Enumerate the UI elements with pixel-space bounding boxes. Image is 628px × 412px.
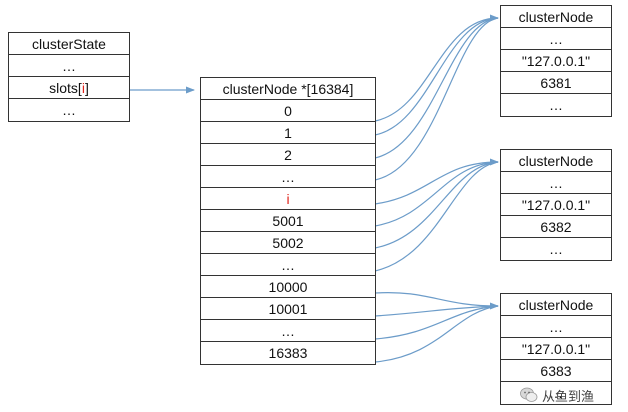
node-port: 6383 [501,360,611,382]
node-title: clusterNode [501,294,611,316]
wechat-icon [520,387,538,402]
slot-row: … [201,320,375,342]
node-row-ellipsis: … [501,316,611,338]
slot-row: 1 [201,122,375,144]
node-row-ellipsis: … [501,172,611,194]
slot-row-highlight: i [201,188,375,210]
link-slot-5001-to-node-6382 [374,161,499,227]
slot-row: … [201,166,375,188]
node-port: 6381 [501,72,611,94]
slot-row: … [201,254,375,276]
slot-row: 0 [201,100,375,122]
slot-row: 2 [201,144,375,166]
node-title: clusterNode [501,6,611,28]
cluster-state-row-ellipsis: … [9,55,129,77]
slots-table-header: clusterNode *[16384] [201,78,375,100]
link-slot-16383-to-node-6383 [374,305,499,363]
node-ip: "127.0.0.1" [501,194,611,216]
slots-table: clusterNode *[16384] 0 1 2 … i 5001 5002… [200,77,376,365]
node-row-ellipsis: … [549,241,563,257]
cluster-node-6381: clusterNode … "127.0.0.1" 6381 … [500,5,612,117]
cluster-state-slots-row: slots[i] [9,77,129,99]
watermark: 从鱼到渔 [520,383,620,407]
node-ip: "127.0.0.1" [501,50,611,72]
node-title: clusterNode [501,150,611,172]
slots-label: slots[ [49,80,82,96]
cluster-state-row-ellipsis: … [62,102,76,118]
link-slot-5002-to-node-6382 [374,161,499,249]
link-slot-0-to-node-6381 [374,14,499,122]
slot-row: 10001 [201,298,375,320]
link-slot-i-to-node-6382 [374,158,499,205]
slot-row: 10000 [201,276,375,298]
node-row-ellipsis: … [549,385,563,401]
link-slot-2-to-node-6381 [374,17,499,159]
link-slot-dots-to-node-6381 [374,17,499,181]
cluster-state-title: clusterState [9,33,129,55]
node-row-ellipsis: … [549,97,563,113]
link-slot-10001-to-node-6383 [374,305,499,317]
slots-suffix: ] [84,80,89,96]
link-slot-10000-to-node-6383 [374,292,499,310]
slots-index: i [81,80,85,96]
slot-row: 16383 [268,345,308,361]
cluster-state-table: clusterState … slots[i] … [8,32,130,122]
cluster-node-6383: clusterNode … "127.0.0.1" 6383 … [500,293,612,405]
link-slot-dots3-to-node-6383 [374,305,499,340]
link-slot-1-to-node-6381 [374,17,499,136]
watermark-text: 从鱼到渔 [542,388,595,404]
slot-row: 5002 [201,232,375,254]
slot-row: 5001 [201,210,375,232]
node-row-ellipsis: … [501,28,611,50]
cluster-node-6382: clusterNode … "127.0.0.1" 6382 … [500,149,612,261]
link-slot-dots2-to-node-6382 [374,161,499,272]
node-ip: "127.0.0.1" [501,338,611,360]
node-port: 6382 [501,216,611,238]
